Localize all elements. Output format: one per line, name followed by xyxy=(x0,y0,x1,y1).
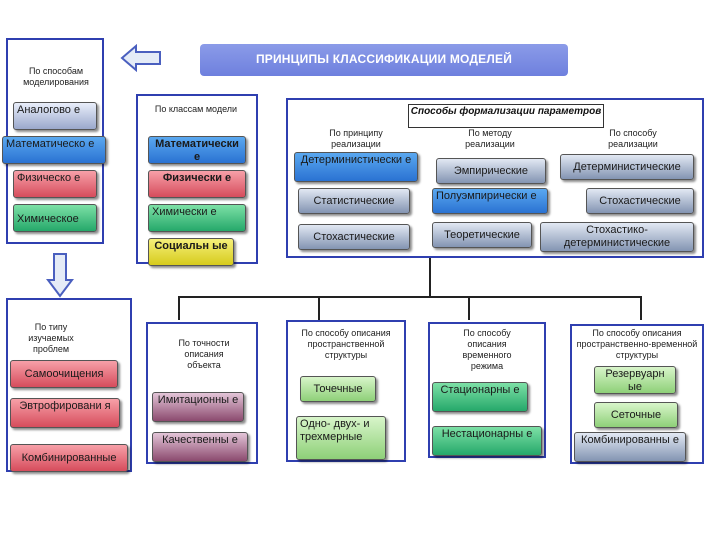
simulation-box: Имитационны е xyxy=(152,392,244,422)
modeling-methods-label: По способам моделирования xyxy=(23,66,89,87)
class-chemical-box: Химически е xyxy=(148,204,246,232)
chemical-box: Химическое xyxy=(13,204,97,232)
temporal-label: По способу описания временного режима xyxy=(462,328,512,371)
physical-box: Физическо е xyxy=(13,170,97,198)
problems-label: По типу изучаемых проблем xyxy=(28,322,74,354)
self-purification-box: Самоочищения xyxy=(10,360,118,388)
way-stochastic-box: Стохастические xyxy=(586,188,694,214)
nonstationary-box: Нестационарны е xyxy=(432,426,542,456)
way-stochastic-deterministic-box: Стохастико-детерминистические xyxy=(540,222,694,252)
implementation-principle-label: По принципу реализации xyxy=(329,128,383,149)
connector-drop-1 xyxy=(178,296,180,320)
method-semiempirical-box: Полуэмпирически е xyxy=(432,188,548,214)
reservoir-box: Резервуарн ые xyxy=(594,366,676,394)
connector-drop-4 xyxy=(640,296,642,320)
arrow-down-icon xyxy=(46,253,74,298)
grid-box: Сеточные xyxy=(594,402,678,428)
arrow-left-icon xyxy=(120,44,161,72)
implementation-method-label: По методу реализации xyxy=(465,128,515,149)
impl-stochastic-box: Стохастические xyxy=(298,224,410,250)
connector-bar xyxy=(178,296,642,298)
model-classes-label: По классам модели xyxy=(154,104,238,114)
combined-spatiotemporal-box: Комбинированны е xyxy=(574,432,686,462)
formalization-title: Способы формализации параметров xyxy=(408,104,604,128)
method-theoretical-box: Теоретические xyxy=(432,222,532,248)
connector-stem xyxy=(429,258,431,298)
combined-problems-box: Комбинированные xyxy=(10,444,128,472)
mathematical-box: Математическо е xyxy=(2,136,106,164)
analog-box: Аналогово е xyxy=(13,102,97,130)
diagram-title: ПРИНЦИПЫ КЛАССИФИКАЦИИ МОДЕЛЕЙ xyxy=(200,44,568,76)
stationary-box: Стационарны е xyxy=(432,382,528,412)
way-deterministic-box: Детерминистические xyxy=(560,154,694,180)
point-box: Точечные xyxy=(300,376,376,402)
connector-drop-3 xyxy=(468,296,470,320)
class-physical-box: Физически е xyxy=(148,170,246,198)
connector-drop-2 xyxy=(318,296,320,320)
class-mathematical-box: Математически е xyxy=(148,136,246,164)
eutrophication-box: Эвтрофировани я xyxy=(10,398,120,428)
qualitative-box: Качественны е xyxy=(152,432,248,462)
spatiotemporal-label: По способу описания пространственно-врем… xyxy=(576,328,698,360)
impl-deterministic-box: Детерминистически е xyxy=(294,152,418,182)
spatial-label: По способу описания пространственной стр… xyxy=(301,328,391,360)
method-empirical-box: Эмпирические xyxy=(436,158,546,184)
multidimensional-box: Одно- двух- и трехмерные xyxy=(296,416,386,460)
class-social-box: Социальн ые xyxy=(148,238,234,266)
accuracy-label: По точности описания объекта xyxy=(178,338,230,370)
implementation-way-label: По способу реализации xyxy=(608,128,658,149)
impl-statistical-box: Статистические xyxy=(298,188,410,214)
